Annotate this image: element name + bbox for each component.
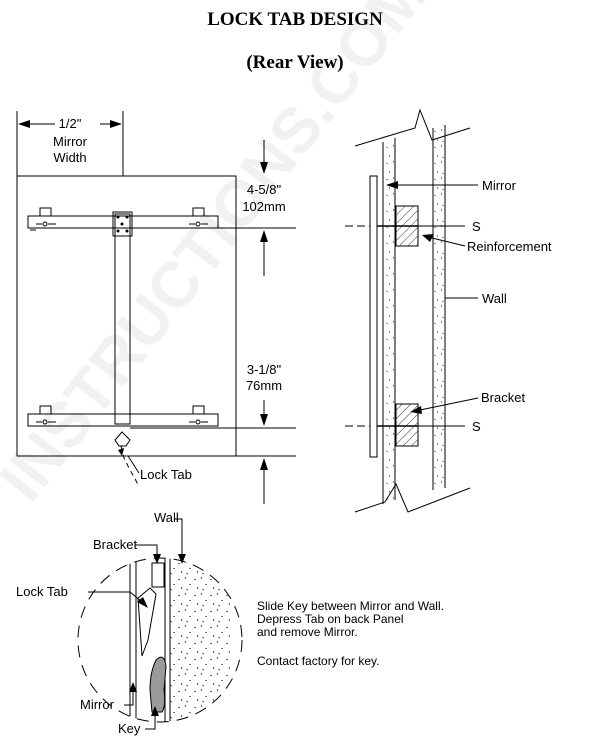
detail-bracket-label: Bracket <box>93 537 137 552</box>
front-view: 1/2" Mirror Width Lock Tab <box>16 111 296 504</box>
front-lock-tab-label: Lock Tab <box>140 467 192 482</box>
side-wall-label: Wall <box>482 291 507 306</box>
instruction-line-1: Slide Key between Mirror and Wall. <box>257 599 444 613</box>
instruction-line-4: Contact factory for key. <box>257 654 380 668</box>
watermark-text: INSTRUCTIONS.COM <box>0 0 440 514</box>
mirror-back-panel <box>16 175 237 457</box>
watermark: INSTRUCTIONS.COM <box>0 0 440 514</box>
side-mirror <box>369 175 378 458</box>
instruction-line-2: Depress Tab on back Panel <box>257 612 404 626</box>
detail-wall-label: Wall <box>154 510 179 525</box>
side-s-bottom-label: S <box>472 419 481 434</box>
bottom-dim-mm: 76mm <box>246 378 282 393</box>
width-dim-width: Width <box>53 150 86 165</box>
detail-view: Wall Bracket Lock Tab Mirror Key Slide K… <box>16 510 444 736</box>
top-dim-label: 4-5/8" <box>247 182 282 197</box>
detail-lock-tab-label: Lock Tab <box>16 584 68 599</box>
top-dim-mm: 102mm <box>242 199 285 214</box>
side-s-top-label: S <box>472 219 481 234</box>
side-view: Mirror S Reinforcement Wall Bracket S <box>345 108 552 513</box>
page-title: LOCK TAB DESIGN <box>207 9 383 30</box>
detail-key-label: Key <box>118 721 141 736</box>
bottom-reinforcement-block <box>395 403 419 447</box>
width-dim-label: 1/2" <box>59 116 82 131</box>
side-bracket-label: Bracket <box>481 390 525 405</box>
side-reinforcement-label: Reinforcement <box>467 239 552 254</box>
width-dim-mirror: Mirror <box>53 134 88 149</box>
page-subtitle: (Rear View) <box>246 52 343 73</box>
side-mirror-label: Mirror <box>482 178 517 193</box>
detail-mirror-label: Mirror <box>80 697 115 712</box>
bottom-dim-label: 3-1/8" <box>247 362 282 377</box>
instruction-line-3: and remove Mirror. <box>257 625 358 639</box>
